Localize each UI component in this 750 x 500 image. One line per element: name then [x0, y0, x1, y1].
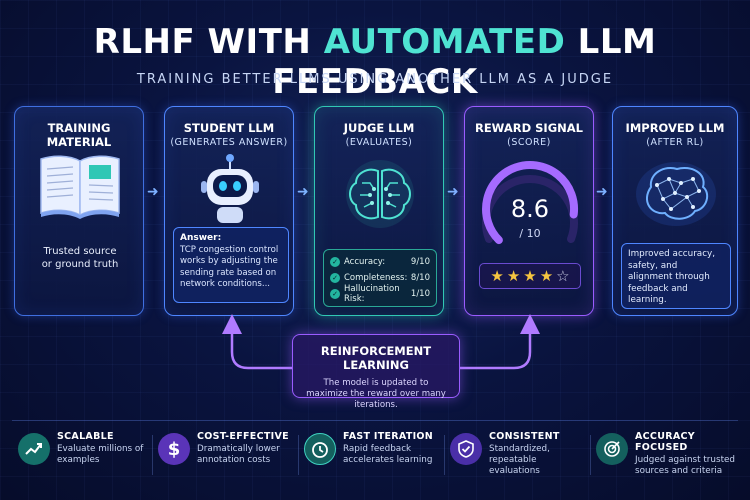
divider [152, 435, 153, 475]
check-icon: ✓ [330, 257, 340, 267]
star-filled-icon: ★ [539, 266, 554, 285]
score-row: ✓ Hallucination Risk: 1/10 [330, 284, 430, 304]
reward-score: 8.6 [510, 195, 550, 223]
student-card-subtitle: (GENERATES ANSWER) [170, 137, 288, 148]
judge-score-box: ✓ Accuracy: 9/10 ✓ Completeness: 8/10 ✓ … [323, 249, 437, 307]
answer-text: TCP congestion control works by adjustin… [180, 244, 279, 290]
brain-circuit-icon [346, 160, 414, 228]
student-card-title: STUDENT LLM [183, 121, 275, 135]
judge-card-title: JUDGE LLM [343, 121, 415, 135]
reward-signal-card: REWARD SIGNAL (SCORE) 8.6 / 10 ★★★★☆ [464, 106, 594, 316]
training-material-card: TRAINING MATERIAL Trusted source or grou… [14, 106, 144, 316]
star-empty-icon: ☆ [556, 266, 570, 285]
training-card-desc: Trusted source or ground truth [41, 246, 119, 270]
star-filled-icon: ★ [506, 266, 521, 285]
judge-llm-card: JUDGE LLM (EVALUATES) ✓ Accuracy: 9/10 ✓… [314, 106, 444, 316]
flow-arrow-4: ➜ [596, 184, 608, 200]
reinforcement-learning-box: REINFORCEMENT LEARNING The model is upda… [292, 334, 460, 410]
score-gauge [482, 161, 579, 245]
reward-card-title: REWARD SIGNAL [474, 121, 584, 135]
trend-up-icon [18, 433, 50, 465]
glowing-brain-icon [636, 162, 716, 226]
title-highlight: AUTOMATED [323, 22, 566, 62]
star-rating: ★★★★☆ [479, 263, 581, 289]
open-book-icon [40, 155, 120, 219]
judge-card-subtitle: (EVALUATES) [345, 137, 413, 148]
feedback-loop-arrows [222, 314, 540, 370]
student-llm-card: STUDENT LLM (GENERATES ANSWER) Answer: T… [164, 106, 294, 316]
page-subtitle: TRAINING BETTER LLMS USING ANOTHER LLM A… [136, 72, 614, 87]
gauge-fill [482, 161, 579, 245]
flow-arrow-3: ➜ [447, 184, 459, 200]
improved-card-subtitle: (AFTER RL) [646, 137, 704, 148]
divider [590, 435, 591, 475]
rl-desc: The model is updated to maximize the rew… [306, 378, 446, 410]
divider [298, 435, 299, 475]
reward-score-max: / 10 [519, 227, 541, 240]
answer-label: Answer: [180, 233, 222, 243]
shield-check-icon [450, 433, 482, 465]
check-icon: ✓ [330, 273, 340, 283]
page-title: RLHF WITH AUTOMATED LLM FEEDBACK [93, 22, 657, 102]
student-answer-box: Answer: TCP congestion control works by … [173, 227, 289, 303]
training-card-title: TRAINING MATERIAL [46, 121, 112, 149]
reward-card-subtitle: (SCORE) [507, 137, 551, 148]
rl-title: REINFORCEMENT LEARNING [320, 344, 432, 372]
star-filled-icon: ★ [523, 266, 537, 285]
flow-arrow-1: ➜ [147, 184, 159, 200]
star-filled-icon: ★ [490, 266, 504, 285]
improved-card-title: IMPROVED LLM [625, 121, 725, 135]
stopwatch-icon [304, 433, 336, 465]
dollar-icon: $ [158, 433, 190, 465]
improved-llm-card: IMPROVED LLM (AFTER RL) Improved accurac… [612, 106, 738, 316]
score-row: ✓ Accuracy: 9/10 [330, 254, 430, 270]
improved-desc-box: Improved accuracy, safety, and alignment… [621, 243, 731, 309]
target-icon [596, 433, 628, 465]
divider [444, 435, 445, 475]
check-icon: ✓ [330, 289, 340, 299]
robot-icon [201, 154, 259, 223]
score-row: ✓ Completeness: 8/10 [330, 270, 430, 286]
flow-arrow-2: ➜ [297, 184, 309, 200]
